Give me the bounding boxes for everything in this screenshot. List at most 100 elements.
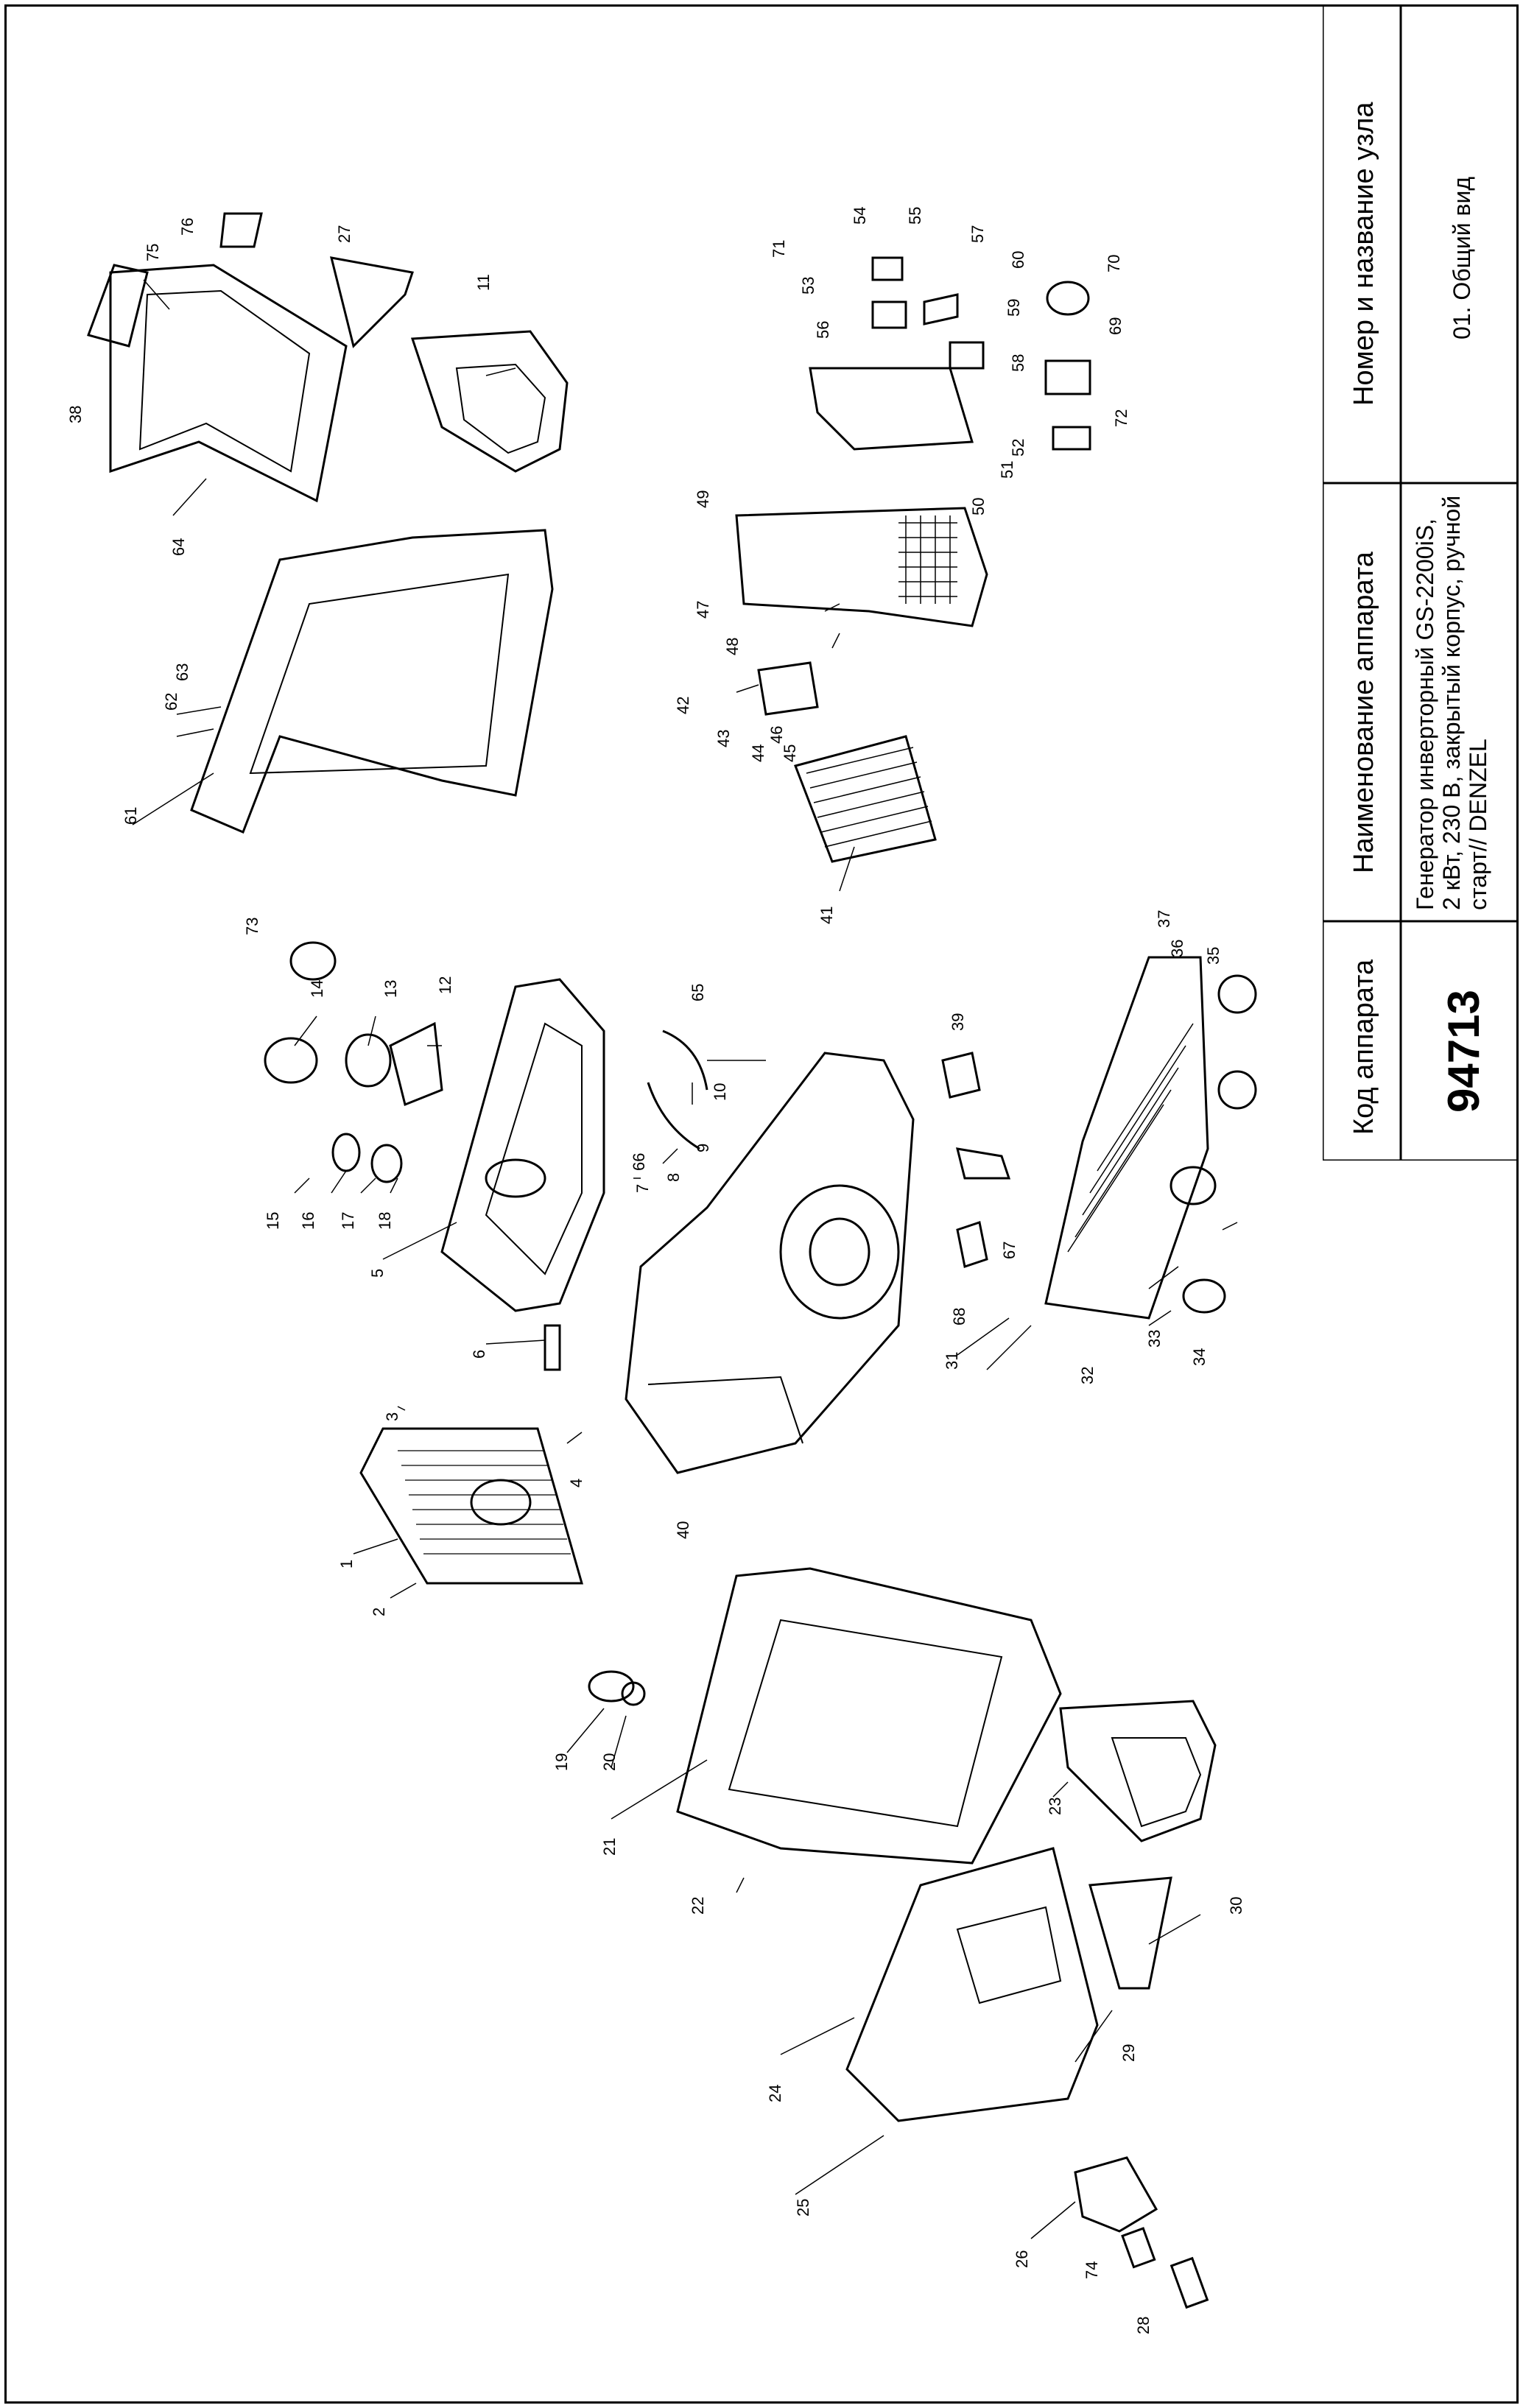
part-39-bracket <box>941 1052 981 1099</box>
callout-74: 74 <box>1083 2261 1101 2279</box>
code-value: 94713 <box>1439 990 1488 1113</box>
part-41-heatsink <box>794 735 937 863</box>
callout-47: 47 <box>694 601 712 619</box>
callout-38: 38 <box>66 406 85 423</box>
callout-21: 21 <box>600 1838 619 1856</box>
part-47-control-panel <box>735 507 988 627</box>
callout-43: 43 <box>714 730 733 747</box>
callout-41: 41 <box>817 906 836 924</box>
callout-64: 64 <box>169 538 188 556</box>
callout-4: 4 <box>567 1479 585 1488</box>
callout-51: 51 <box>998 461 1016 479</box>
callout-34: 34 <box>1190 1348 1209 1366</box>
callout-37: 37 <box>1155 910 1173 928</box>
callout-26: 26 <box>1013 2250 1031 2268</box>
callout-63: 63 <box>173 663 191 681</box>
part-21-housing <box>676 1567 1062 1865</box>
part-73 <box>289 941 337 981</box>
part-59 <box>923 293 959 325</box>
part-26-handle <box>1074 2156 1158 2233</box>
callout-44: 44 <box>749 744 767 762</box>
part-18 <box>370 1144 403 1183</box>
part-11-panel <box>410 330 569 473</box>
callout-46: 46 <box>767 726 786 744</box>
callout-40: 40 <box>674 1521 692 1539</box>
callout-2: 2 <box>370 1608 388 1616</box>
callout-55: 55 <box>906 207 924 225</box>
callout-8: 8 <box>664 1173 683 1182</box>
callout-28: 28 <box>1134 2317 1153 2334</box>
part-56 <box>871 300 907 329</box>
part-20-ring <box>621 1681 646 1706</box>
part-9-hose <box>647 1082 700 1150</box>
part-76-sticker <box>219 212 263 248</box>
callout-49: 49 <box>694 490 712 508</box>
callout-33: 33 <box>1145 1330 1164 1348</box>
callout-76: 76 <box>178 218 197 236</box>
callout-67: 67 <box>1000 1242 1019 1259</box>
callout-54: 54 <box>851 207 869 225</box>
part-74-pin <box>1121 2227 1156 2269</box>
part-33-foot <box>1169 1166 1217 1205</box>
part-69 <box>1044 359 1091 395</box>
part-30-panel <box>1059 1700 1217 1842</box>
callout-25: 25 <box>794 2199 812 2217</box>
part-34-foot <box>1182 1278 1226 1314</box>
callout-7: 7 <box>633 1184 652 1193</box>
callout-68: 68 <box>950 1308 968 1326</box>
callout-5: 5 <box>368 1269 387 1278</box>
callout-1: 1 <box>337 1560 356 1569</box>
part-72 <box>1052 426 1091 451</box>
callout-58: 58 <box>1009 354 1027 372</box>
callout-48: 48 <box>723 638 742 655</box>
code-header: Код аппарата <box>1348 959 1379 1135</box>
callout-10: 10 <box>711 1083 729 1101</box>
callout-18: 18 <box>376 1212 394 1230</box>
callout-71: 71 <box>770 240 788 258</box>
callout-35: 35 <box>1204 947 1223 965</box>
callout-62: 62 <box>162 693 180 711</box>
callout-57: 57 <box>968 225 987 243</box>
callout-42: 42 <box>674 697 692 714</box>
title-block: Номер и название узла Наименование аппар… <box>1323 4 1519 1161</box>
callout-70: 70 <box>1105 255 1123 272</box>
part-68-bracket <box>956 1221 988 1268</box>
callout-53: 53 <box>799 277 817 295</box>
part-24-side-cover <box>845 1847 1099 2122</box>
callout-11: 11 <box>474 274 493 291</box>
callout-66: 66 <box>630 1153 648 1171</box>
part-29-plate <box>1088 1876 1172 1990</box>
part-75-sticker <box>87 264 149 348</box>
name-value-line2: 2 кВт, 230 В, закрытый корпус, ручной <box>1438 496 1465 910</box>
callout-17: 17 <box>339 1212 357 1230</box>
node-header: Номер и название узла <box>1348 102 1379 406</box>
part-31-base-frame <box>1044 956 1209 1320</box>
part-61-frame <box>190 529 554 834</box>
callout-16: 16 <box>299 1212 317 1230</box>
callout-50: 50 <box>969 498 988 515</box>
callout-30: 30 <box>1227 1897 1245 1915</box>
name-header: Наименование аппарата <box>1348 551 1379 873</box>
part-64-side-cover <box>109 264 348 503</box>
part-67-bracket <box>955 1147 1011 1180</box>
name-value-line1: Генератор инверторный GS-2200iS, <box>1412 518 1438 910</box>
callout-6: 6 <box>470 1350 488 1359</box>
callout-31: 31 <box>943 1352 961 1370</box>
part-54 <box>871 256 904 281</box>
part-13 <box>345 1033 392 1088</box>
callout-75: 75 <box>144 244 162 261</box>
part-42-module <box>757 661 819 716</box>
part-5-fuel-tank <box>440 978 605 1312</box>
name-value-line3: старт// DENZEL <box>1465 739 1491 910</box>
part-70 <box>1046 281 1090 316</box>
callout-45: 45 <box>781 744 799 762</box>
callout-56: 56 <box>814 321 832 339</box>
callout-12: 12 <box>436 976 454 994</box>
callout-13: 13 <box>381 980 400 998</box>
callout-32: 32 <box>1078 1367 1097 1384</box>
node-value: 01. Общий вид <box>1449 177 1475 339</box>
part-35-foot <box>1217 974 1257 1014</box>
callout-27: 27 <box>335 225 354 243</box>
callout-19: 19 <box>552 1753 571 1771</box>
